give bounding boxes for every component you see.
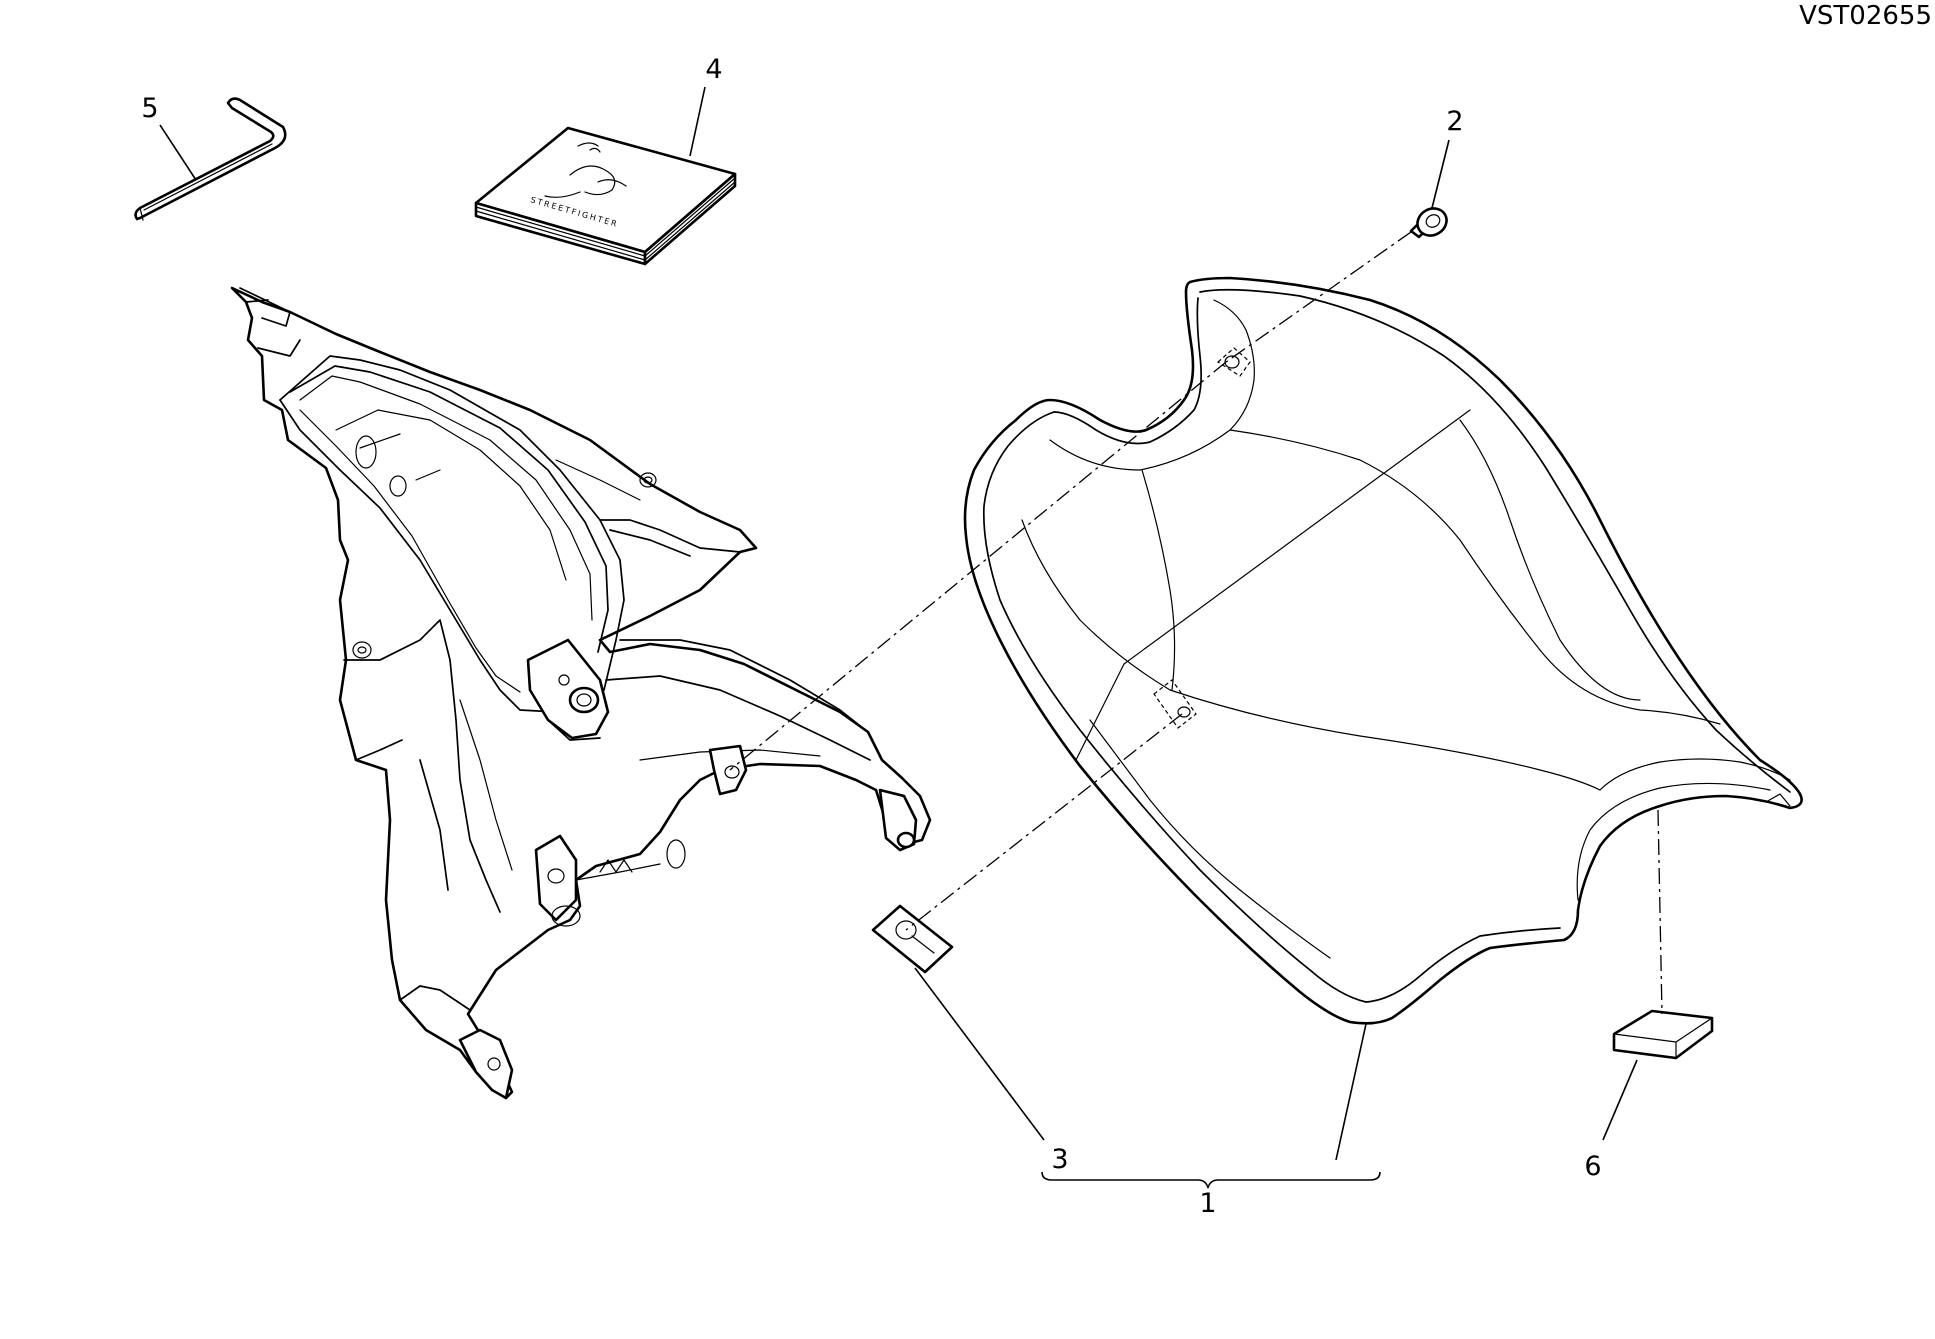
seat-clip-part (871, 904, 954, 974)
callout-5: 5 (141, 93, 158, 124)
hex-key-part (134, 97, 287, 221)
reference-code: VST02655 (1799, 1, 1932, 31)
leader-lines (159, 86, 1638, 1189)
callout-2: 2 (1446, 106, 1463, 137)
callout-labels: 1 2 3 4 5 6 (141, 54, 1601, 1219)
callout-6: 6 (1584, 1151, 1601, 1182)
callout-3: 3 (1051, 1144, 1068, 1175)
screw-part (1409, 207, 1448, 239)
rubber-pad-part (1612, 1009, 1714, 1060)
owners-manual-part: STREETFIGHTER (474, 126, 737, 266)
assembly-lines (729, 231, 1663, 1015)
rear-subframe-structure (230, 286, 932, 1100)
callout-1: 1 (1199, 1188, 1216, 1219)
seat-part (963, 276, 1803, 1025)
callout-4: 4 (705, 54, 722, 85)
